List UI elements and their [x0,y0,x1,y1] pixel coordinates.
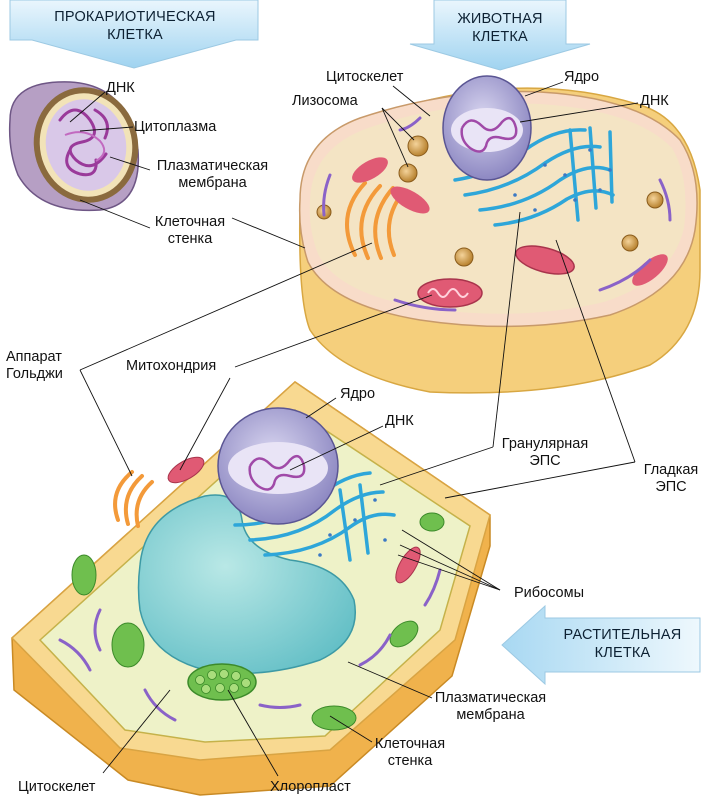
label-rough-er: Гранулярная ЭПС [501,436,589,469]
banner-plant-label: РАСТИТЕЛЬНАЯ КЛЕТКА [563,627,682,661]
banner-prokaryotic-arrow [9,0,259,69]
label-prokaryotic-dna: ДНК [106,80,135,96]
label-plant-dna: ДНК [385,413,414,429]
leader-lines [69,81,639,777]
label-plant-wall: Клеточная стенка [374,736,446,769]
prokaryotic-cell [8,81,140,212]
banner-animal-label: ЖИВОТНАЯ КЛЕТКА [457,11,543,45]
label-animal-nucleus: Ядро [564,69,600,85]
label-prokaryotic-cytoplasm: Цитоплазма [134,119,217,135]
label-chloroplast: Хлоропласт [270,779,351,795]
label-ribosomes: Рибосомы [514,585,585,601]
label-plant-nucleus: Ядро [340,386,376,402]
label-smooth-er: Гладкая ЭПС [643,462,699,495]
banner-prokaryotic-label: ПРОКАРИОТИЧЕСКАЯ КЛЕТКА [54,9,216,43]
label-mitochondria: Митохондрия [126,358,217,374]
label-prokaryotic-wall: Клеточная стенка [154,214,226,247]
plant-cell [10,381,491,796]
label-prokaryotic-membrane: Плазматическая мембрана [156,158,269,191]
animal-mitochondria [352,157,668,308]
label-golgi: Аппарат Гольджи [6,349,63,382]
animal-cell [298,75,701,394]
label-plant-membrane: Плазматическая мембрана [434,690,547,723]
banner-animal-arrow [409,0,591,71]
banner-plant-arrow [501,604,701,686]
label-animal-lysosome: Лизосома [292,93,358,109]
label-animal-dna: ДНК [640,93,669,109]
label-animal-cytoskeleton: Цитоскелет [326,69,404,85]
label-plant-cytoskeleton: Цитоскелет [18,779,96,795]
animal-lysosomes [316,135,664,267]
